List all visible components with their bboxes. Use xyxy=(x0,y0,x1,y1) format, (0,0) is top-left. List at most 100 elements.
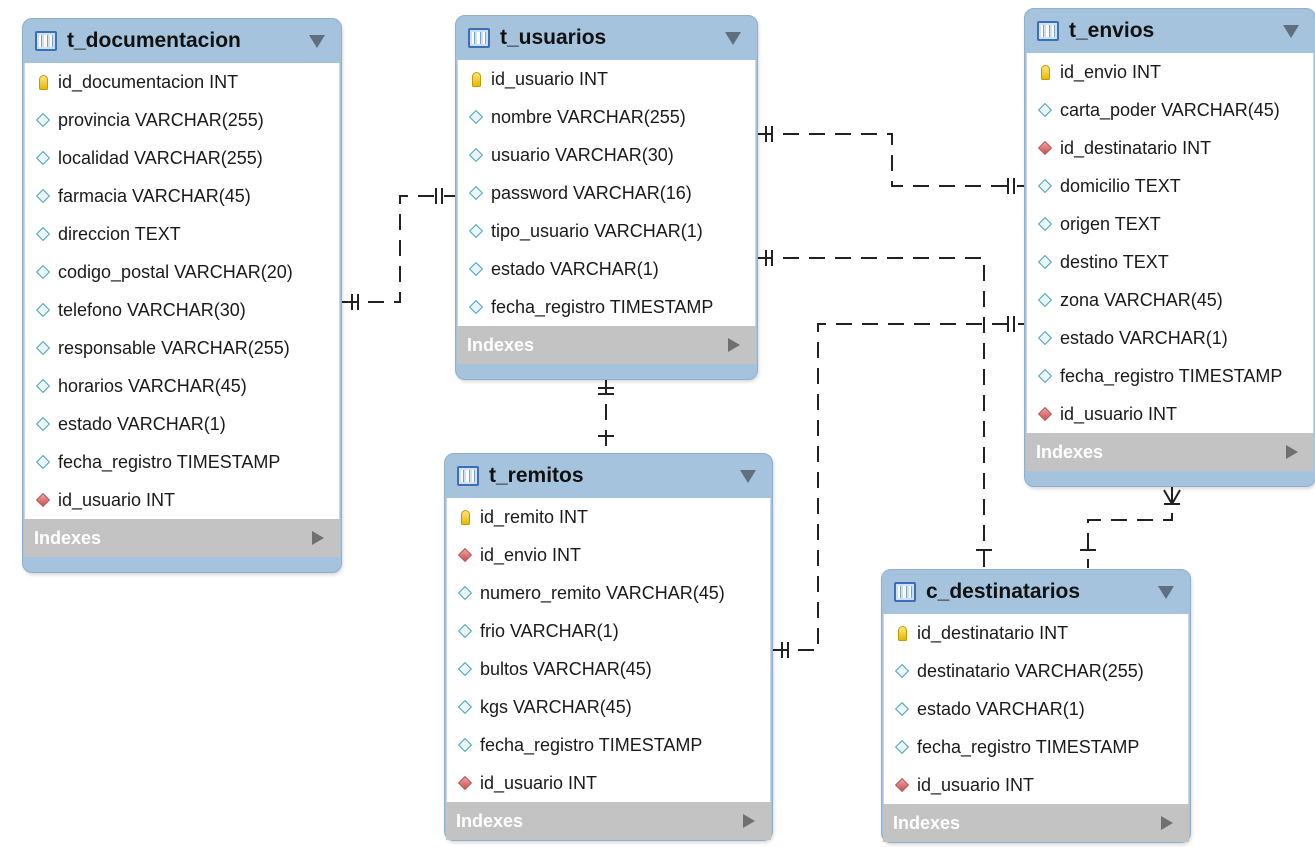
primary-key-icon xyxy=(894,625,910,641)
column-row[interactable]: localidad VARCHAR(255) xyxy=(25,139,339,177)
column-icon xyxy=(35,378,51,394)
column-row[interactable]: numero_remito VARCHAR(45) xyxy=(447,574,770,612)
column-row[interactable]: origen TEXT xyxy=(1027,205,1313,243)
column-icon xyxy=(1037,216,1053,232)
table-t-envios[interactable]: t_envios id_envio INT carta_poder VARCHAR… xyxy=(1024,8,1315,487)
column-label: id_destinatario INT xyxy=(1060,137,1212,158)
column-row[interactable]: id_destinatario INT xyxy=(1027,129,1313,167)
column-row[interactable]: responsable VARCHAR(255) xyxy=(25,329,339,367)
column-row[interactable]: id_usuario INT xyxy=(884,766,1188,804)
relationship-remitos-envios xyxy=(772,316,1025,658)
column-label: id_usuario INT xyxy=(58,489,176,510)
column-row[interactable]: fecha_registro TIMESTAMP xyxy=(884,728,1188,766)
indexes-section[interactable]: Indexes xyxy=(883,804,1189,842)
column-icon xyxy=(1037,292,1053,308)
indexes-section[interactable]: Indexes xyxy=(24,519,340,557)
column-row[interactable]: estado VARCHAR(1) xyxy=(458,250,755,288)
column-row[interactable]: farmacia VARCHAR(45) xyxy=(25,177,339,215)
column-row[interactable]: domicilio TEXT xyxy=(1027,167,1313,205)
column-row[interactable]: horarios VARCHAR(45) xyxy=(25,367,339,405)
column-row[interactable]: provincia VARCHAR(255) xyxy=(25,101,339,139)
column-row[interactable]: id_envio INT xyxy=(447,536,770,574)
expand-arrow-icon[interactable] xyxy=(312,531,324,545)
column-label: estado VARCHAR(1) xyxy=(58,413,226,434)
dropdown-icon[interactable] xyxy=(1283,24,1299,38)
column-row[interactable]: kgs VARCHAR(45) xyxy=(447,688,770,726)
column-row[interactable]: fecha_registro TIMESTAMP xyxy=(447,726,770,764)
column-row[interactable]: password VARCHAR(16) xyxy=(458,174,755,212)
column-row[interactable]: zona VARCHAR(45) xyxy=(1027,281,1313,319)
expand-arrow-icon[interactable] xyxy=(1286,445,1298,459)
column-row[interactable]: fecha_registro TIMESTAMP xyxy=(25,443,339,481)
column-label: numero_remito VARCHAR(45) xyxy=(480,582,725,603)
column-row[interactable]: id_remito INT xyxy=(447,498,770,536)
relationship-documentacion-usuarios xyxy=(342,188,456,310)
column-row[interactable]: bultos VARCHAR(45) xyxy=(447,650,770,688)
column-label: password VARCHAR(16) xyxy=(491,182,692,203)
indexes-section[interactable]: Indexes xyxy=(446,802,771,840)
column-row[interactable]: id_usuario INT xyxy=(25,481,339,519)
column-row[interactable]: destinatario VARCHAR(255) xyxy=(884,652,1188,690)
column-row[interactable]: id_usuario INT xyxy=(458,60,755,98)
column-icon xyxy=(1037,178,1053,194)
indexes-label: Indexes xyxy=(893,812,961,833)
column-row[interactable]: carta_poder VARCHAR(45) xyxy=(1027,91,1313,129)
column-icon xyxy=(35,150,51,166)
table-header[interactable]: t_documentacion xyxy=(23,19,341,63)
column-row[interactable]: id_usuario INT xyxy=(447,764,770,802)
column-row[interactable]: id_documentacion INT xyxy=(25,63,339,101)
column-row[interactable]: id_envio INT xyxy=(1027,53,1313,91)
dropdown-icon[interactable] xyxy=(1158,585,1174,599)
table-header[interactable]: t_remitos xyxy=(445,454,772,498)
column-row[interactable]: fecha_registro TIMESTAMP xyxy=(1027,357,1313,395)
primary-key-icon xyxy=(457,509,473,525)
relationship-envios-destinatarios xyxy=(1080,487,1181,568)
column-row[interactable]: direccion TEXT xyxy=(25,215,339,253)
column-row[interactable]: id_destinatario INT xyxy=(884,614,1188,652)
column-row[interactable]: telefono VARCHAR(30) xyxy=(25,291,339,329)
dropdown-icon[interactable] xyxy=(309,34,325,48)
expand-arrow-icon[interactable] xyxy=(743,814,755,828)
column-row[interactable]: codigo_postal VARCHAR(20) xyxy=(25,253,339,291)
column-row[interactable]: destino TEXT xyxy=(1027,243,1313,281)
table-name: t_usuarios xyxy=(500,26,607,49)
column-icon xyxy=(35,302,51,318)
column-row[interactable]: estado VARCHAR(1) xyxy=(1027,319,1313,357)
foreign-key-icon xyxy=(35,492,51,508)
column-row[interactable]: fecha_registro TIMESTAMP xyxy=(458,288,755,326)
column-row[interactable]: estado VARCHAR(1) xyxy=(25,405,339,443)
column-label: id_envio INT xyxy=(1060,61,1162,82)
table-header[interactable]: t_usuarios xyxy=(456,16,757,60)
expand-arrow-icon[interactable] xyxy=(1161,816,1173,830)
relationship-usuarios-envios xyxy=(757,126,1025,194)
dropdown-icon[interactable] xyxy=(725,31,741,45)
column-icon xyxy=(35,416,51,432)
indexes-section[interactable]: Indexes xyxy=(1026,433,1314,471)
table-icon xyxy=(457,466,479,486)
column-row[interactable]: tipo_usuario VARCHAR(1) xyxy=(458,212,755,250)
table-header[interactable]: t_envios xyxy=(1025,9,1315,53)
table-header[interactable]: c_destinatarios xyxy=(882,570,1190,614)
column-label: frio VARCHAR(1) xyxy=(480,620,619,641)
column-list: id_envio INT carta_poder VARCHAR(45) id_de… xyxy=(1026,53,1314,433)
column-label: id_usuario INT xyxy=(480,772,598,793)
column-row[interactable]: usuario VARCHAR(30) xyxy=(458,136,755,174)
column-row[interactable]: estado VARCHAR(1) xyxy=(884,690,1188,728)
dropdown-icon[interactable] xyxy=(740,469,756,483)
column-row[interactable]: id_usuario INT xyxy=(1027,395,1313,433)
column-label: usuario VARCHAR(30) xyxy=(491,144,674,165)
indexes-label: Indexes xyxy=(34,527,102,548)
column-icon xyxy=(35,264,51,280)
indexes-section[interactable]: Indexes xyxy=(457,326,756,364)
column-row[interactable]: frio VARCHAR(1) xyxy=(447,612,770,650)
column-label: fecha_registro TIMESTAMP xyxy=(1060,365,1283,386)
column-row[interactable]: nombre VARCHAR(255) xyxy=(458,98,755,136)
foreign-key-icon xyxy=(1037,406,1053,422)
expand-arrow-icon[interactable] xyxy=(728,338,740,352)
